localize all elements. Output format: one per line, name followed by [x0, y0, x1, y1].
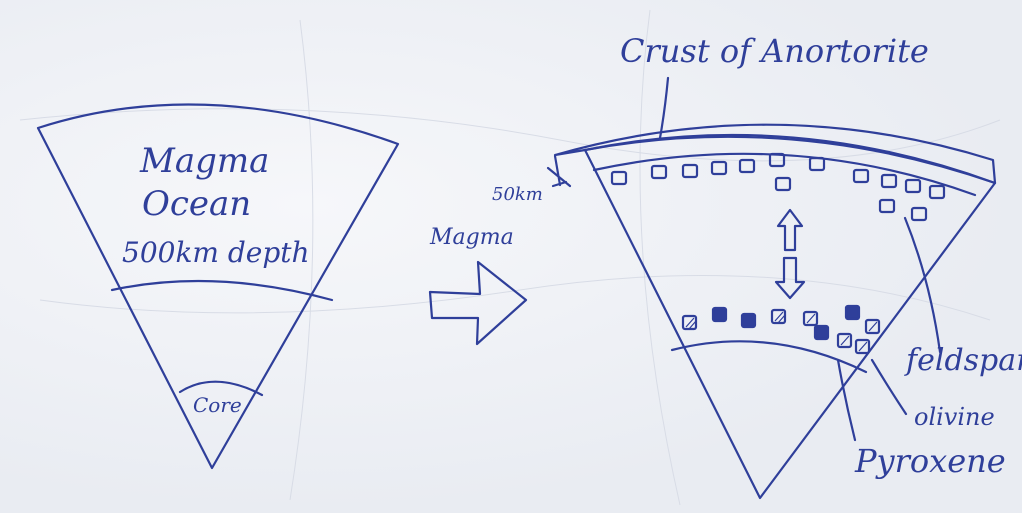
thickness-bracket — [546, 154, 572, 188]
olivine-crystal — [854, 338, 871, 355]
pyroxene-crystal — [813, 324, 830, 341]
feldspar-crystals — [610, 152, 946, 222]
process-arrow — [428, 260, 528, 346]
feldspar-crystal — [650, 164, 668, 180]
feldspar-crystal — [910, 206, 928, 222]
feldspar-crystal — [738, 158, 756, 174]
feldspar-crystal — [710, 160, 728, 176]
magma-ocean-boundary — [110, 279, 334, 302]
feldspar-crystal — [878, 198, 896, 214]
feldspar-label: feldspar — [904, 343, 1022, 378]
right-arrow-icon — [428, 260, 528, 346]
left-wedge-outline — [36, 103, 400, 470]
crust-label: Crust of Anortorite — [620, 32, 929, 70]
olivine-crystal — [802, 310, 819, 327]
pyroxene-leader-line — [836, 358, 857, 442]
feldspar-crystal — [880, 173, 898, 189]
feldspar-crystal — [610, 170, 628, 186]
crust-inner-boundary — [592, 152, 977, 197]
feldspar-crystal — [774, 176, 792, 192]
magma-ocean-title-2: Ocean — [142, 184, 251, 224]
feldspar-crystal — [681, 163, 699, 179]
down-arrow-icon — [774, 256, 806, 300]
pyroxene-crystal — [740, 312, 757, 329]
depth-label: 500km depth — [122, 236, 310, 269]
pyroxene-crystal — [844, 304, 861, 321]
left-wedge — [36, 103, 400, 470]
feldspar-crystal — [852, 168, 870, 184]
olivine-leader-line — [870, 358, 908, 416]
feldspar-crystal — [768, 152, 786, 168]
lower-boundary — [670, 340, 868, 374]
olivine-crystal — [864, 318, 881, 335]
thickness-label: 50km — [492, 184, 543, 205]
mafic-crystals — [681, 304, 881, 355]
paper-texture — [19, 9, 1001, 506]
pyroxene-label: Pyroxene — [854, 442, 1006, 480]
crust-leader-line — [658, 76, 670, 140]
magma-ocean-title-1: Magma — [139, 141, 269, 181]
core-boundary — [178, 380, 264, 397]
arrow-label: Magma — [429, 225, 514, 250]
feldspar-crystal — [808, 156, 826, 172]
olivine-label: olivine — [914, 403, 995, 431]
up-arrow-icon — [776, 208, 804, 252]
pyroxene-crystal — [711, 306, 728, 323]
feldspar-crystal — [904, 178, 922, 194]
olivine-crystal — [836, 332, 853, 349]
feldspar-crystal — [928, 184, 946, 200]
crust-layer — [553, 123, 997, 185]
core-label: Core — [193, 393, 242, 417]
feldspar-leader-line — [903, 216, 942, 354]
right-wedge — [546, 76, 997, 500]
